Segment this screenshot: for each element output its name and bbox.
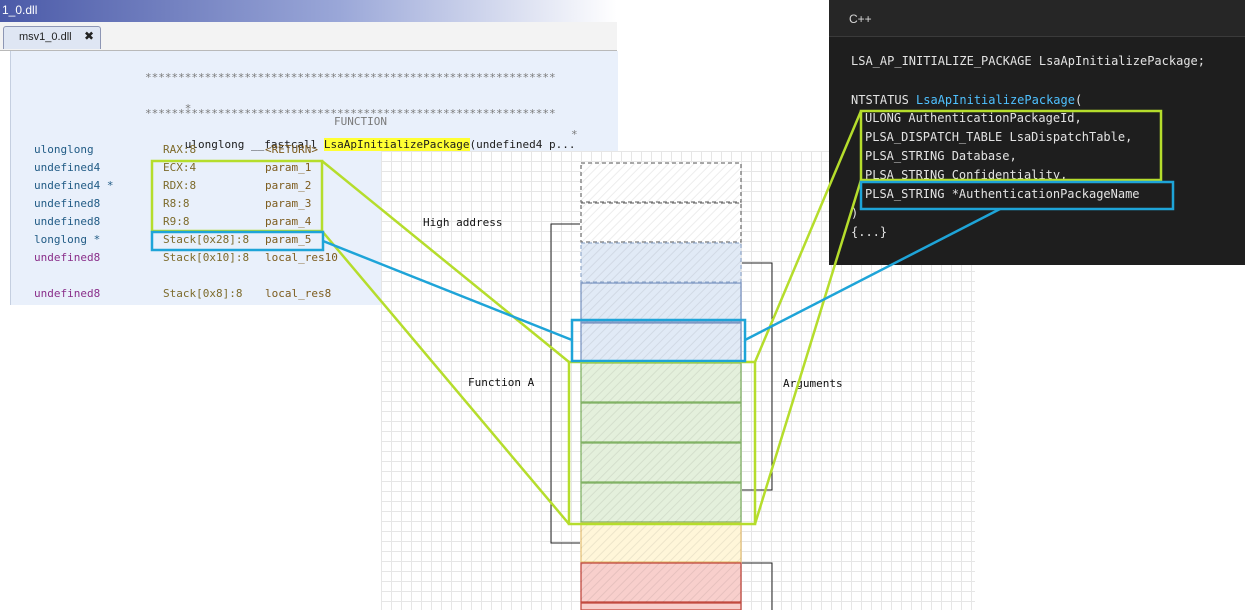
- function-a-bracket: [550, 223, 580, 544]
- variable-name[interactable]: <RETURN>: [265, 143, 318, 156]
- variable-type: ulonglong: [34, 143, 94, 156]
- code-param-3: PLSA_STRING Database,: [865, 149, 1017, 163]
- ghidra-register-params-highlight: [150, 159, 324, 233]
- high-address-label: High address: [423, 216, 503, 229]
- variable-name[interactable]: local_res8: [265, 287, 332, 300]
- banner-left-star: *: [184, 102, 192, 115]
- stack-block-hatch: [581, 483, 741, 522]
- stack-block-hatch: [581, 323, 741, 362]
- variable-type: undefined4 *: [34, 179, 114, 192]
- tab-msv1-0-dll[interactable]: msv1_0.dll ✖: [3, 26, 101, 49]
- variable-type: undefined4: [34, 161, 101, 174]
- code-close-paren: ): [851, 206, 859, 220]
- signature-suffix: (undefined4 p...: [469, 138, 576, 151]
- stack-block-partial: [580, 602, 742, 610]
- variable-type: undefined8: [34, 287, 101, 300]
- variable-name[interactable]: param_4: [265, 215, 312, 228]
- stack-block-hatch: [581, 563, 741, 602]
- variable-storage: R8:8: [163, 197, 190, 210]
- stack-block-hatch: [581, 523, 741, 562]
- code-param-4: PLSA_STRING Confidentiality,: [865, 168, 1068, 182]
- variable-storage: Stack[0x10]:8: [163, 251, 250, 264]
- variable-storage: Stack[0x8]:8: [163, 287, 243, 300]
- variable-name[interactable]: local_res10: [265, 251, 338, 264]
- stack-block-hatch: [581, 203, 741, 242]
- stack-block-hatch: [581, 363, 741, 402]
- code-line-signature: NTSTATUS LsaApInitializePackage(: [851, 93, 1082, 107]
- code-language-label: C++: [849, 12, 872, 26]
- banner-stars-bottom: ****************************************…: [145, 107, 556, 120]
- stack-block-hatch: [581, 243, 741, 282]
- code-header: C++: [829, 0, 1245, 37]
- tab-label: msv1_0.dll: [19, 31, 72, 43]
- variable-type: undefined8: [34, 197, 101, 210]
- stack-block-hatch: [581, 403, 741, 442]
- ghidra-stack-param-highlight: [150, 230, 325, 252]
- variable-storage: RAX:8: [163, 143, 197, 156]
- code-function-name: LsaApInitializePackage: [916, 93, 1075, 107]
- stack-block-hatch: [581, 443, 741, 482]
- code-param5-highlight: [859, 180, 1175, 211]
- window-titlebar: 1_0.dll: [0, 0, 617, 22]
- green-connector-1: [321, 160, 570, 363]
- window-title: 1_0.dll: [2, 3, 38, 17]
- banner-stars-top: ****************************************…: [145, 71, 556, 84]
- blue-connector-left: [322, 239, 573, 342]
- code-line-declaration: LSA_AP_INITIALIZE_PACKAGE LsaApInitializ…: [851, 54, 1206, 68]
- code-params-highlight: [859, 109, 1163, 182]
- cpp-code-panel: C++ LSA_AP_INITIALIZE_PACKAGE LsaApIniti…: [829, 0, 1245, 265]
- code-param-1: ULONG AuthenticationPackageId,: [865, 111, 1082, 125]
- variable-type: undefined8: [34, 215, 101, 228]
- signature-function-name[interactable]: LsaApInitializePackage: [323, 138, 470, 151]
- variable-name[interactable]: param_3: [265, 197, 312, 210]
- variable-storage: ECX:4: [163, 161, 197, 174]
- variable-name[interactable]: param_5: [265, 233, 312, 246]
- stack-arg5-highlight: [570, 318, 747, 363]
- stack-blocks: [580, 162, 742, 610]
- signature-prefix: ulonglong __fastcall: [184, 138, 324, 151]
- code-param-2: PLSA_DISPATCH_TABLE LsaDispatchTable,: [865, 130, 1133, 144]
- code-return-type: NTSTATUS: [851, 93, 917, 107]
- code-body: {...}: [851, 225, 888, 239]
- variable-type: undefined8: [34, 251, 101, 264]
- arguments-bracket: [742, 262, 773, 491]
- tab-strip: msv1_0.dll ✖: [0, 22, 617, 51]
- code-open-paren: (: [1074, 93, 1083, 107]
- stack-block-hatch: [581, 283, 741, 322]
- banner-right-star: *: [571, 128, 578, 141]
- green-connector-3: [753, 110, 863, 363]
- blue-connector-right: [744, 207, 1001, 342]
- function-banner: * FUNCTION *: [145, 89, 585, 154]
- function-signature[interactable]: ulonglong __fastcall LsaApInitializePack…: [145, 125, 576, 164]
- variable-type: longlong *: [34, 233, 101, 246]
- variable-storage: R9:8: [163, 215, 190, 228]
- function-a-label: Function A: [468, 376, 535, 389]
- variable-storage: RDX:8: [163, 179, 197, 192]
- green-connector-4: [753, 179, 863, 525]
- stack-block-hatch: [581, 163, 741, 202]
- lower-bracket: [742, 562, 773, 610]
- close-icon[interactable]: ✖: [84, 29, 95, 43]
- variable-name[interactable]: param_2: [265, 179, 312, 192]
- variable-name[interactable]: param_1: [265, 161, 312, 174]
- green-connector-2: [321, 230, 570, 525]
- variable-storage: Stack[0x28]:8: [163, 233, 250, 246]
- banner-label: FUNCTION: [334, 115, 387, 128]
- code-param-5: PLSA_STRING *AuthenticationPackageName: [865, 187, 1140, 201]
